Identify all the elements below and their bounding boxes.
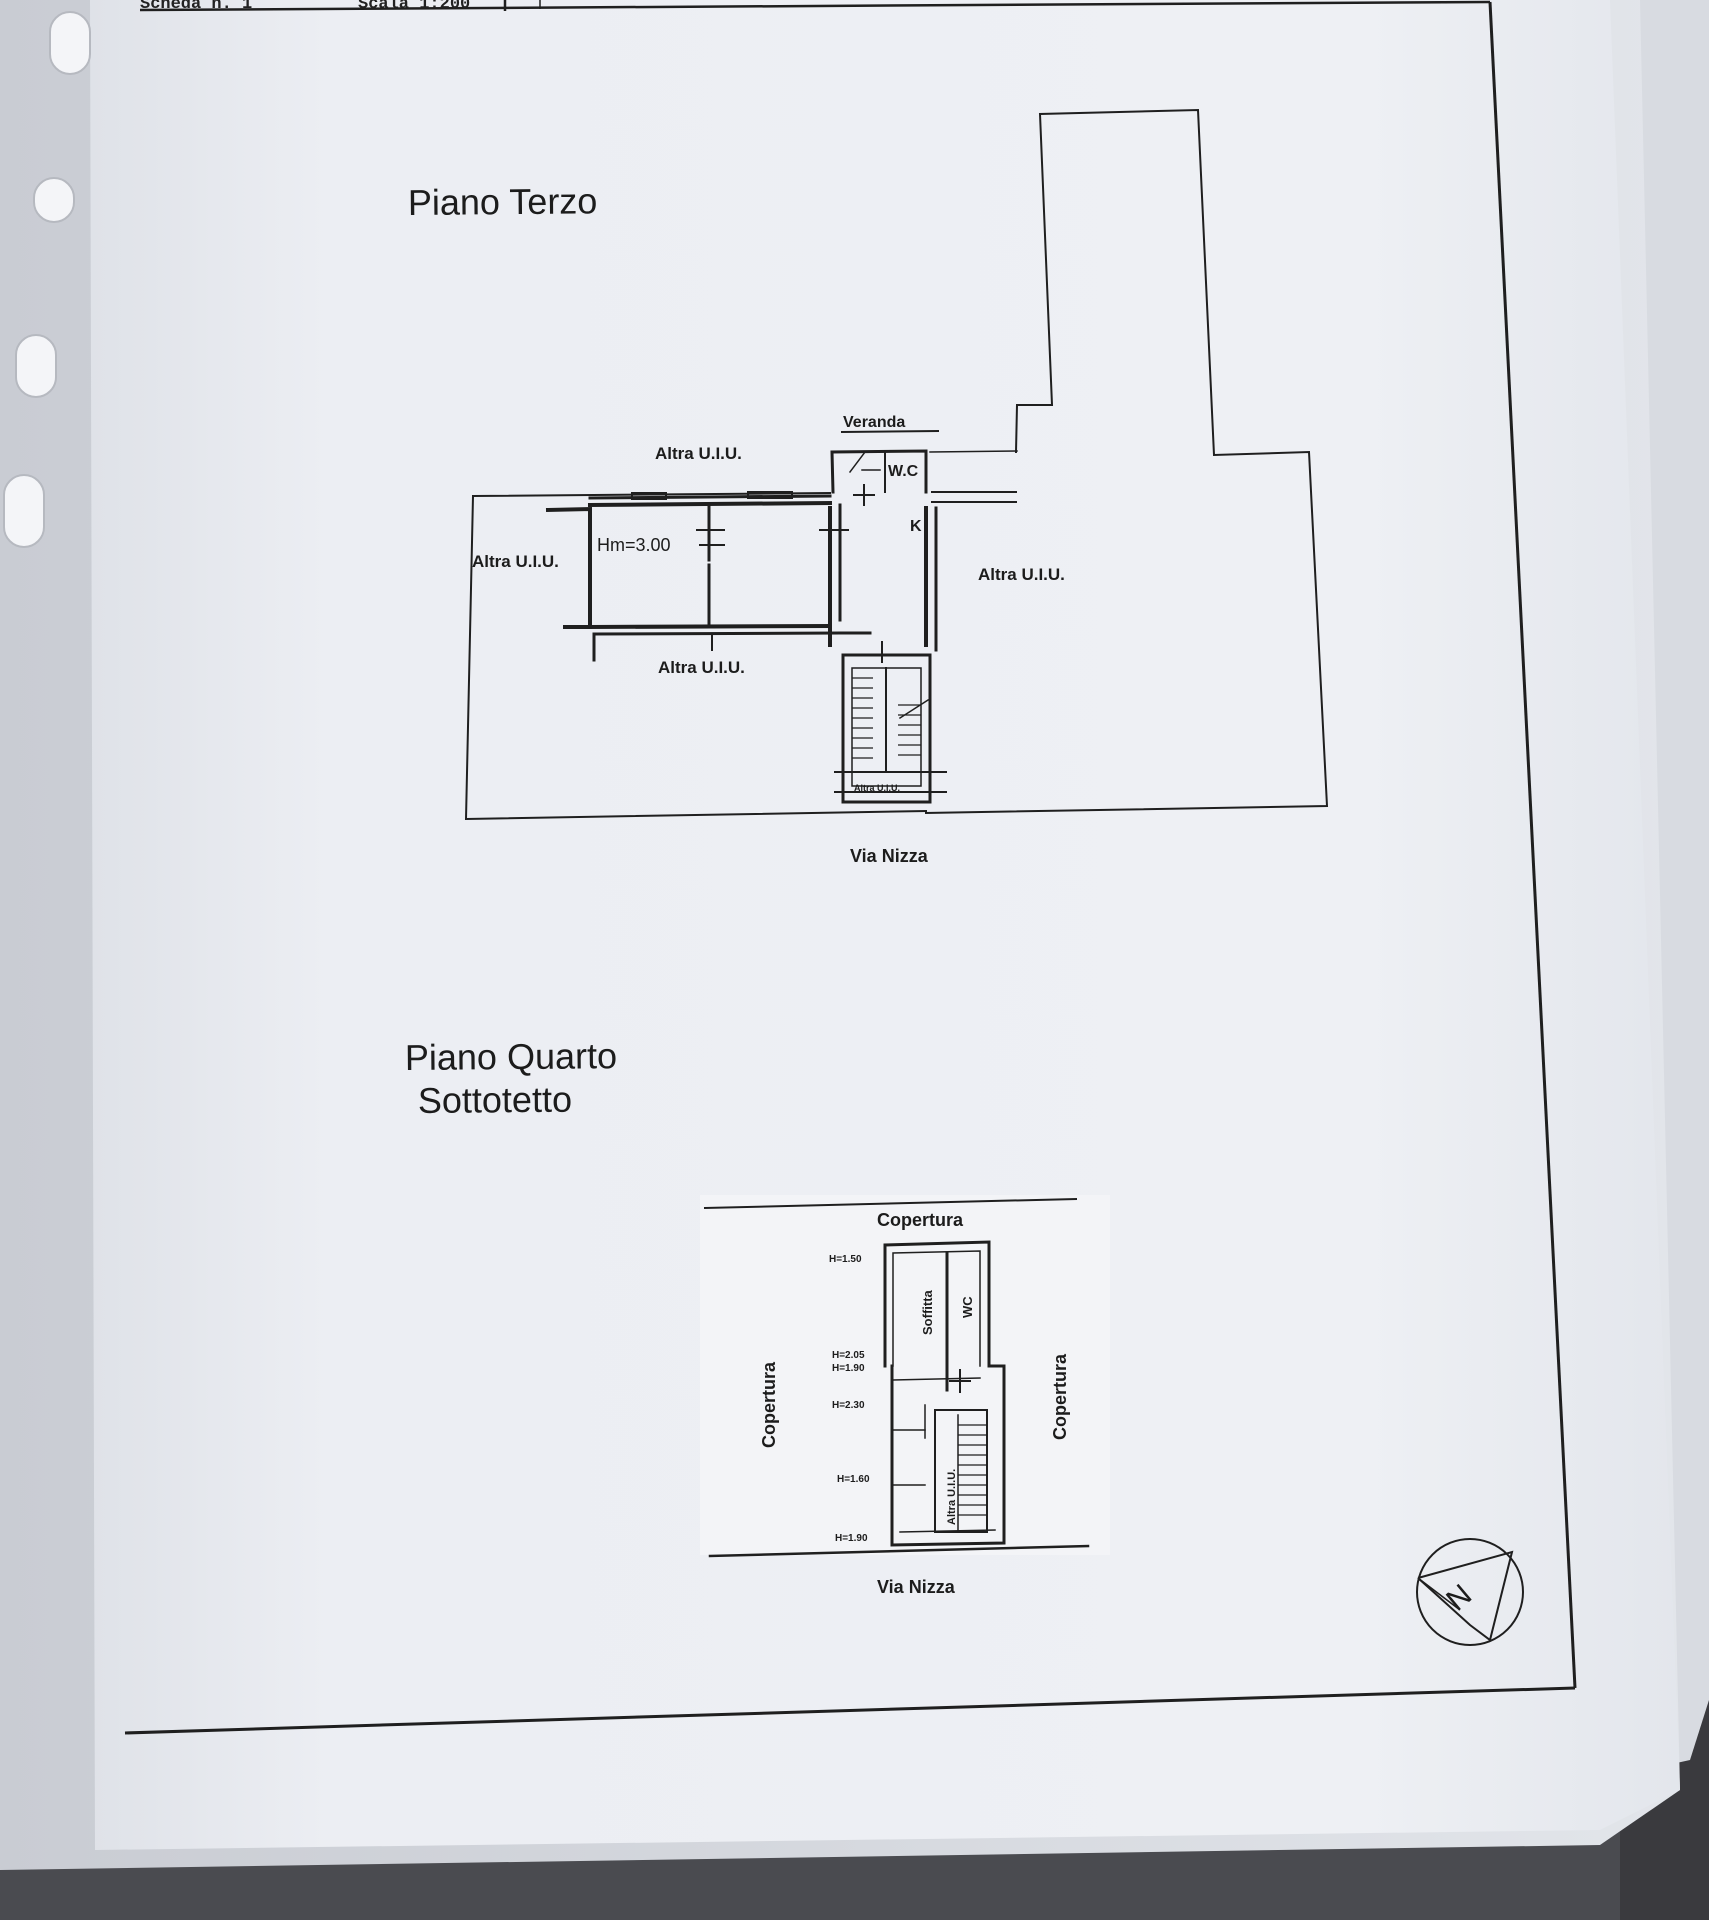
fourth-floor-title-line1: Piano Quarto <box>405 1035 617 1078</box>
roof-top-label: Copertura <box>877 1210 964 1230</box>
street-label-fourth-floor: Via Nizza <box>877 1577 956 1597</box>
wc-label-third-floor: W.C <box>888 463 919 480</box>
sheet-label: Scheda n. 1 <box>140 0 252 14</box>
other-unit-stair-label: Altra U.I.U. <box>854 783 900 793</box>
sleeve-holes <box>3 11 91 548</box>
other-unit-left-label: Altra U.I.U. <box>472 552 559 571</box>
height-label-1: H=1.50 <box>829 1254 862 1265</box>
height-label-2: H=2.05 <box>832 1350 865 1361</box>
fourth-floor-title-line2: Sottotetto <box>418 1079 572 1121</box>
fourth-floor-plan <box>703 1197 1090 1558</box>
paper-sheet <box>90 0 1680 1850</box>
drawing-frame <box>124 1 1577 1735</box>
height-label-3: H=1.90 <box>832 1363 865 1374</box>
height-label-6: H=1.90 <box>835 1533 868 1544</box>
header-strip: Scheda n. 1 Scala 1:200 <box>139 0 1491 14</box>
street-label-third-floor: Via Nizza <box>850 846 929 866</box>
other-unit-attic-label: Altra U.I.U. <box>946 1469 958 1525</box>
other-unit-top-label: Altra U.I.U. <box>655 444 742 463</box>
height-label-5: H=1.60 <box>837 1474 870 1485</box>
veranda-label: Veranda <box>843 414 905 431</box>
roof-left-label: Copertura <box>759 1361 779 1448</box>
attic-height-labels: H=1.50 H=2.05 H=1.90 H=2.30 H=1.60 H=1.9… <box>829 1254 870 1544</box>
third-floor-title: Piano Terzo <box>408 180 598 223</box>
other-unit-right-label: Altra U.I.U. <box>978 565 1065 584</box>
attic-room-label: Soffitta <box>920 1289 935 1335</box>
scale-label: Scala 1:200 <box>358 0 470 14</box>
north-arrow <box>1416 1538 1524 1646</box>
kitchen-label: K <box>910 518 922 535</box>
room-height-label: Hm=3.00 <box>597 535 671 555</box>
attic-plan-patch <box>700 1195 1110 1555</box>
roof-right-label: Copertura <box>1050 1353 1070 1440</box>
other-unit-bottom-label: Altra U.I.U. <box>658 658 745 677</box>
height-label-4: H=2.30 <box>832 1400 865 1411</box>
third-floor-plan <box>464 108 1329 821</box>
wc-label-fourth-floor: WC <box>960 1296 975 1318</box>
